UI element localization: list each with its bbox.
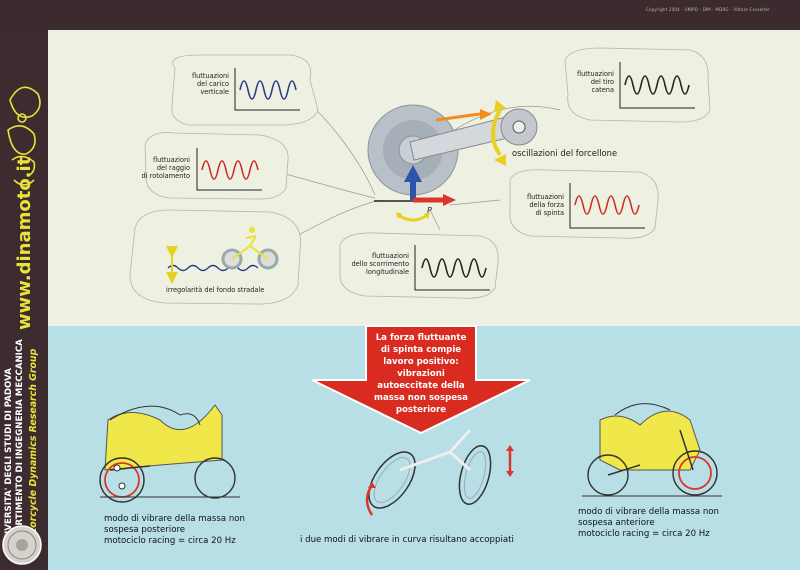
coupled-wheels-illustration (365, 428, 514, 516)
label-raggio-1: fluttuazioni (153, 156, 190, 164)
label-tiro-1: fluttuazioni (577, 70, 614, 78)
bubble-raggio (144, 132, 289, 200)
label-spinta-3: di spinta (536, 209, 564, 217)
arrow-text: La forza fluttuante di spinta compie lav… (374, 333, 468, 415)
bubble-labels: fluttuazioni del carico verticale fluttu… (142, 70, 615, 276)
label-carico-1: fluttuazioni (192, 72, 229, 80)
arrow-line-4: vibrazioni (397, 369, 445, 379)
label-carico-3: verticale (200, 88, 229, 96)
label-spinta-1: fluttuazioni (527, 193, 564, 201)
bubble-carico (171, 54, 319, 126)
bubble-spinta (509, 169, 659, 239)
label-tiro-2: del tiro (591, 78, 614, 86)
wave-tiro (624, 75, 690, 95)
arrow-line-3: lavoro positivo: (383, 357, 459, 367)
university-seal-icon (2, 525, 42, 565)
label-scorr-2: dello scorrimento (351, 260, 409, 268)
label-scorr-1: fluttuazioni (372, 252, 409, 260)
bottom-captions: modo di vibrare della massa non sospesa … (104, 507, 719, 546)
caption-center: i due modi di vibrare in curva risultano… (300, 535, 514, 545)
caption-left-3: motociclo racing = circa 20 Hz (104, 536, 236, 546)
arrow-line-7: posteriore (396, 405, 446, 415)
wave-raggio (201, 160, 259, 180)
label-scorr-3: longitudinale (366, 268, 409, 276)
label-forcellone: oscillazioni del forcellone (512, 148, 617, 158)
label-strada: irregolarità del fondo stradale (166, 286, 264, 294)
sidebar: www.dinamoto.it UNIVERSITA' DEGLI STUDI … (0, 30, 48, 570)
bubble-tiro (564, 47, 711, 123)
wheel-swingarm-illustration (367, 100, 538, 222)
motorcycle-front-mode-illustration (582, 403, 722, 497)
label-spinta-2: della forza (529, 201, 564, 209)
label-carico-2: del carico (197, 80, 229, 88)
explanation-arrow (311, 325, 531, 435)
top-bar: Copyright 2004 - UNIPD - DIM - MDRG - Vi… (0, 0, 800, 30)
label-raggio-3: di rotolamento (142, 172, 190, 180)
motorcycle-rear-mode-illustration (99, 404, 240, 503)
callout-bubbles (129, 47, 711, 305)
wave-carico (239, 80, 297, 100)
graph-axes (196, 62, 695, 291)
caption-right-3: motociclo racing = circa 20 Hz (578, 529, 710, 539)
road-cyclist-illustration (166, 227, 279, 284)
copyright-text: Copyright 2004 - UNIPD - DIM - MDRG - Vi… (646, 7, 770, 12)
wave-scorrimento (421, 258, 487, 278)
wave-spinta (574, 195, 640, 215)
caption-right-1: modo di vibrare della massa non (578, 507, 719, 517)
label-point-p: P (427, 206, 432, 215)
arrow-line-1: La forza fluttuante (376, 333, 467, 343)
wave-plots (201, 75, 690, 278)
caption-right-2: sospesa anteriore (578, 518, 655, 528)
bubble-scorrimento (339, 232, 499, 299)
label-raggio-2: del raggio (157, 164, 190, 172)
mascot-logo-icon (7, 86, 41, 186)
caption-left-1: modo di vibrare della massa non (104, 514, 245, 524)
label-tiro-3: catena (591, 86, 614, 94)
arrow-line-2: di spinta compie (381, 345, 461, 355)
arrow-line-6: massa non sospesa (374, 393, 468, 403)
caption-left-2: sospesa posteriore (104, 525, 185, 535)
arrow-line-5: autoeccitate della (377, 381, 465, 391)
